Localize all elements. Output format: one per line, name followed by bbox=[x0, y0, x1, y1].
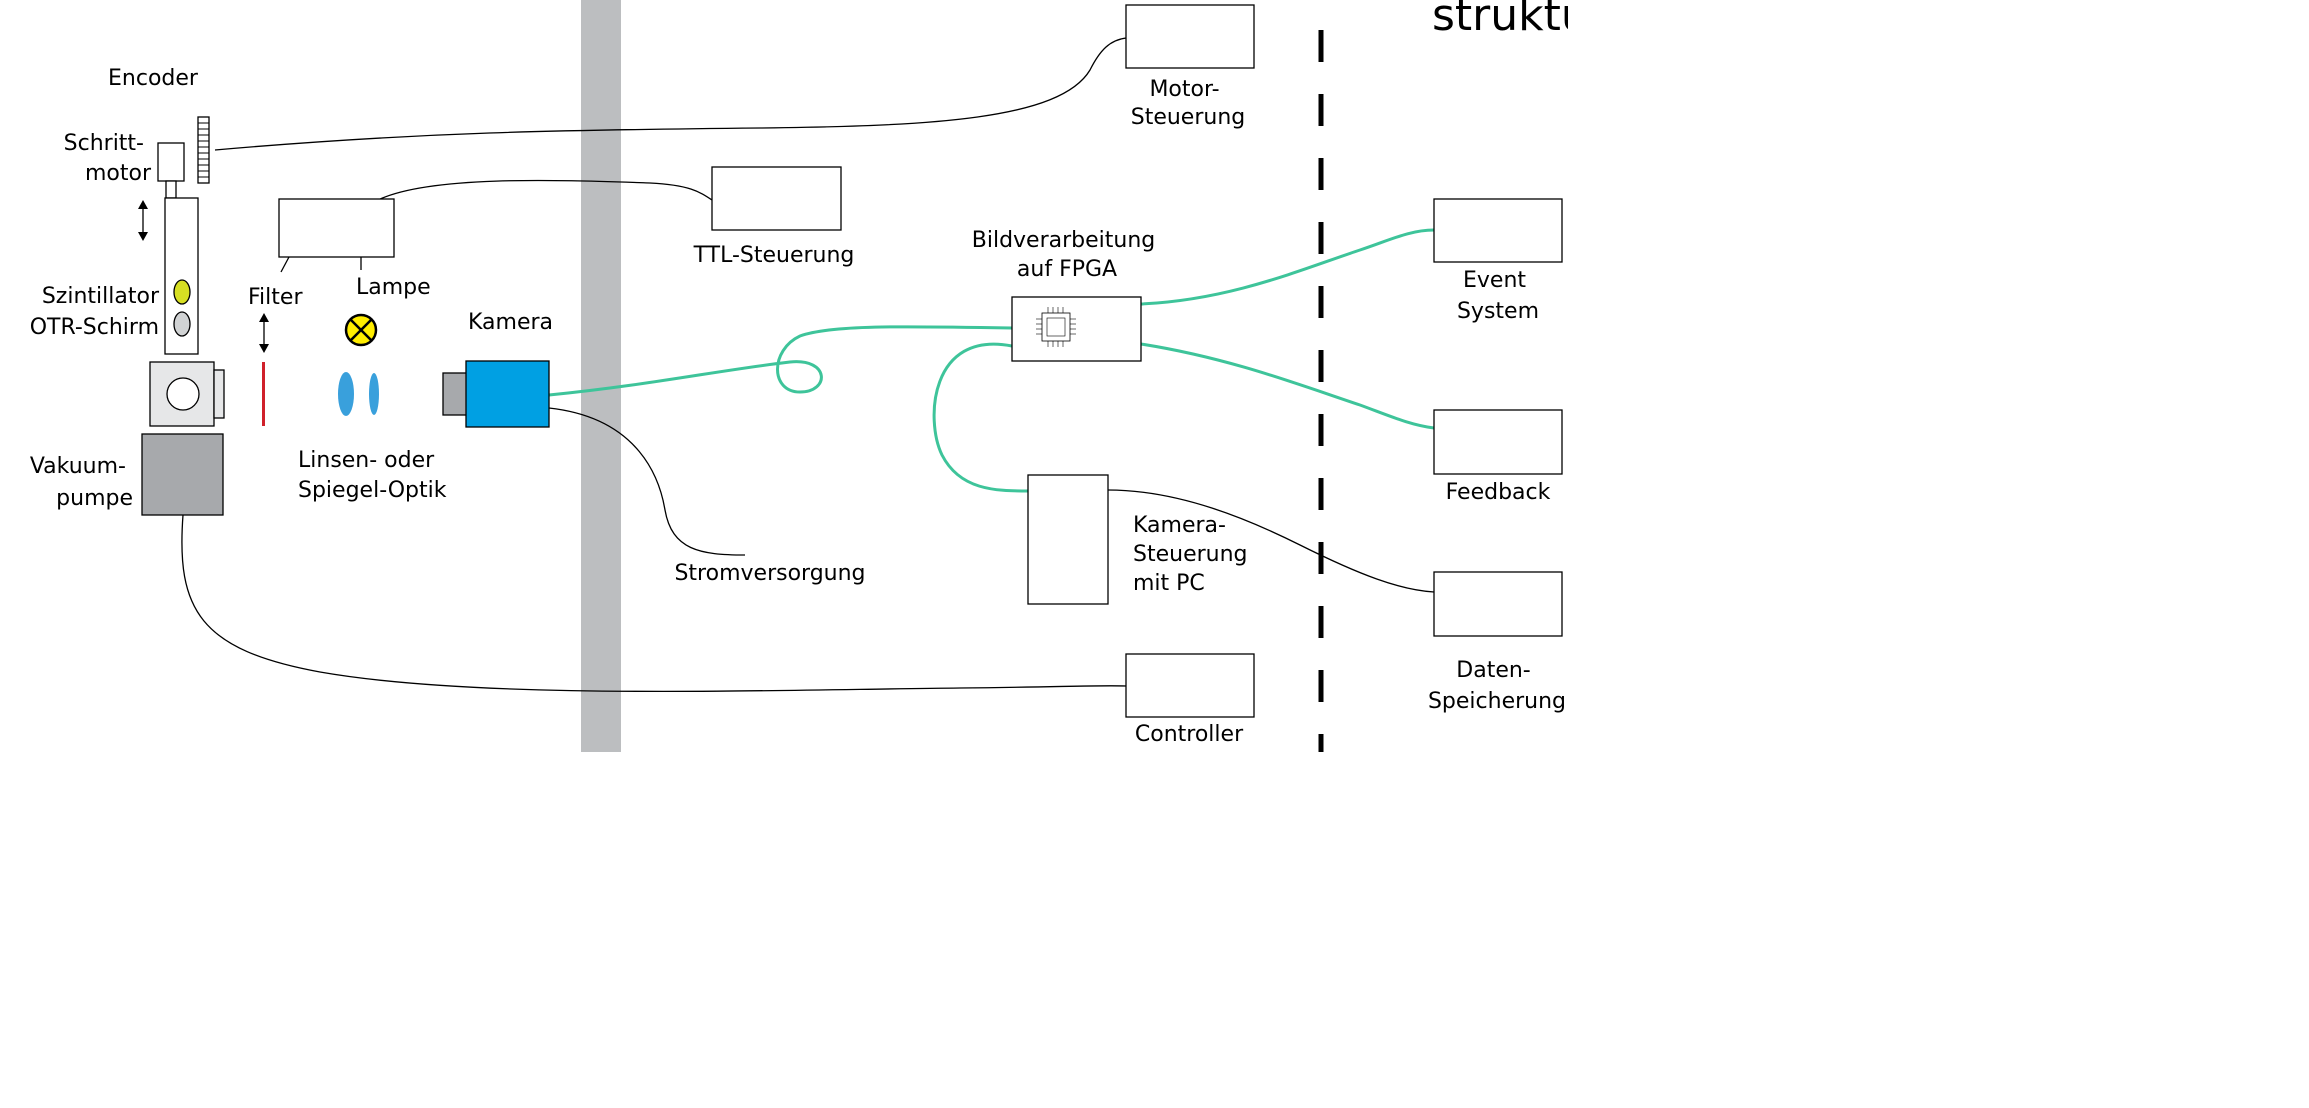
wire-encoder-motor-control bbox=[214, 37, 1127, 151]
motor-movement-arrow-icon bbox=[138, 200, 148, 241]
event-system-label: Event System bbox=[1457, 268, 1539, 324]
encoder-scale-icon bbox=[197, 116, 210, 184]
optics-label: Linsen- oder Spiegel-Optik bbox=[298, 448, 447, 503]
wire-lamp-ttl bbox=[377, 179, 713, 201]
ttl-control-box bbox=[711, 166, 842, 231]
controller-label: Controller bbox=[1135, 722, 1244, 747]
fiber-camera-fpga bbox=[548, 325, 1013, 397]
fiber-fpga-event-system bbox=[1140, 228, 1435, 306]
fiber-fpga-camera-control bbox=[932, 342, 1029, 493]
camera-label: Kamera bbox=[468, 310, 553, 335]
data-storage-box bbox=[1433, 571, 1563, 637]
ttl-control-label: TTL-Steuerung bbox=[693, 243, 855, 268]
camera-control-pc-box bbox=[1027, 474, 1109, 605]
system-layout-diagram: struktur bbox=[30, 0, 1568, 752]
motor-shaft bbox=[165, 180, 177, 199]
wall-band bbox=[581, 0, 621, 752]
lamp-label: Lampe bbox=[356, 275, 431, 300]
vacuum-pump-label: Vakuum- pumpe bbox=[30, 454, 133, 511]
controller-box bbox=[1125, 653, 1255, 718]
event-system-box bbox=[1433, 198, 1563, 263]
scintillator-screen-icon bbox=[173, 279, 191, 305]
motor-control-box bbox=[1125, 4, 1255, 69]
lamp-housing-box bbox=[278, 198, 395, 258]
vacuum-chamber-icon bbox=[149, 361, 225, 427]
lens-1-icon bbox=[338, 372, 354, 416]
camera-control-label: Kamera- Steuerung mit PC bbox=[1133, 513, 1255, 596]
stepper-motor-box bbox=[157, 142, 185, 182]
fpga-chip-icon bbox=[1036, 307, 1076, 347]
power-supply-label: Stromversorgung bbox=[674, 561, 865, 586]
encoder-label: Encoder bbox=[108, 66, 199, 91]
fpga-box bbox=[1011, 296, 1142, 362]
lamp-housing-leader bbox=[280, 256, 290, 273]
lens-2-icon bbox=[369, 373, 379, 415]
title-fragment: struktur bbox=[1432, 0, 1568, 41]
filter-movement-arrow-icon bbox=[259, 313, 269, 353]
feedback-label: Feedback bbox=[1446, 480, 1551, 505]
filter-element bbox=[262, 362, 265, 426]
fiber-fpga-feedback bbox=[1140, 342, 1435, 430]
camera-icon bbox=[442, 360, 550, 428]
filter-label: Filter bbox=[248, 285, 303, 310]
feedback-box bbox=[1433, 409, 1563, 475]
scintillator-label: Szintillator bbox=[42, 284, 160, 309]
vacuum-pump-box bbox=[141, 433, 224, 516]
otr-screen-label: OTR-Schirm bbox=[30, 315, 159, 340]
otr-screen-icon bbox=[173, 311, 191, 337]
stepper-motor-label: Schritt- motor bbox=[64, 131, 152, 186]
lamp-icon bbox=[344, 313, 378, 347]
motor-control-label: Motor- Steuerung bbox=[1131, 77, 1246, 130]
wire-pc-data-storage bbox=[1107, 489, 1435, 593]
fpga-label: Bildverarbeitung auf FPGA bbox=[972, 228, 1163, 282]
wire-camera-power bbox=[548, 407, 746, 556]
wire-pump-controller bbox=[181, 514, 1127, 693]
data-storage-label: Daten- Speicherung bbox=[1428, 658, 1566, 714]
